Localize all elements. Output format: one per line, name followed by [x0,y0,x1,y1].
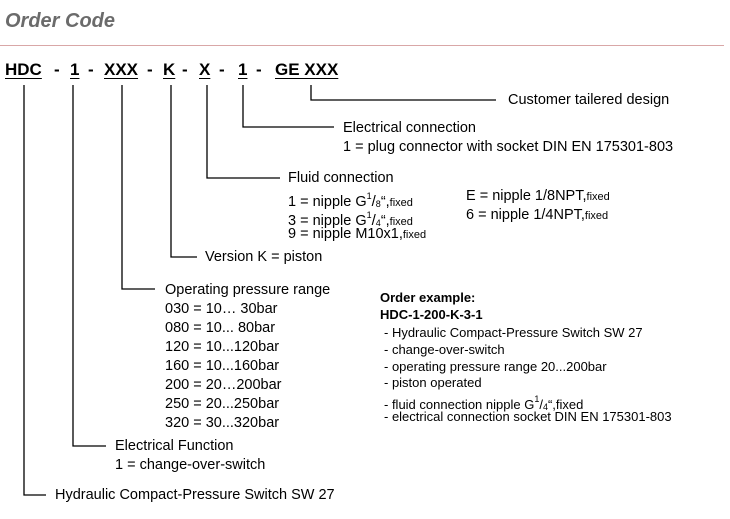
electrical-connection-option: 1 = plug connector with socket DIN EN 17… [343,139,674,155]
pressure-range-item: 320 = 30...320bar [165,415,280,431]
code-dash: - [54,60,60,79]
connector-pressure [121,85,155,290]
pressure-heading: Operating pressure range [165,282,331,298]
order-example-item: - piston operated [384,375,482,390]
pressure-range-item: 120 = 10...120bar [165,339,280,355]
electrical-connection-heading: Electrical connection [343,120,476,136]
order-example-item: - operating pressure range 20...200bar [384,359,607,374]
electrical-function-heading: Electrical Function [115,438,234,454]
connector-customer [310,85,496,101]
connector-fluid-connection [206,85,280,179]
code-segment-hdc: HDC [5,60,42,79]
fluid-connection-heading: Fluid connection [288,170,394,186]
code-segment-electrical: 1 [238,60,248,79]
pressure-range-item: 080 = 10... 80bar [165,320,276,336]
order-example-heading: Order example: [380,290,476,305]
fluid-option-e: E = nipple 1/8NPT,fixed [466,188,610,204]
pressure-range-item: 160 = 10...160bar [165,358,280,374]
order-example-item: - change-over-switch [384,342,505,357]
electrical-function-option: 1 = change-over-switch [115,457,266,473]
fluid-option-3: 3 = nipple G1/4“,fixed [288,210,413,229]
pressure-range-item: 250 = 20...250bar [165,396,280,412]
order-example-item: - Hydraulic Compact-Pressure Switch SW 2… [384,325,643,340]
code-segment-version: K [163,60,176,79]
connector-electrical-connection [242,85,334,128]
fluid-option-1: 1 = nipple G1/8“,fixed [288,191,413,210]
order-example-item: - electrical connection socket DIN EN 17… [384,409,672,424]
code-dash: - [182,60,188,79]
connector-hydraulic [23,85,46,496]
hydraulic-label: Hydraulic Compact-Pressure Switch SW 27 [55,487,335,503]
page-title: Order Code [5,10,116,32]
code-dash: - [256,60,262,79]
code-dash: - [88,60,94,79]
code-dash: - [219,60,225,79]
connector-electrical-function [72,85,106,447]
connector-version [170,85,197,258]
code-dash: - [147,60,153,79]
order-example-code: HDC-1-200-K-3-1 [380,307,483,322]
customer-label: Customer tailered design [508,92,670,108]
title-divider [0,45,724,46]
code-segment-fluid: X [199,60,211,79]
version-label: Version K = piston [205,249,323,265]
code-segment-customer: GE XXX [275,60,339,79]
fluid-option-9: 9 = nipple M10x1,fixed [288,226,427,242]
pressure-range-item: 200 = 20…200bar [165,377,282,393]
code-segment-pressure: XXX [104,60,139,79]
pressure-range-item: 030 = 10… 30bar [165,301,278,317]
code-segment-function: 1 [70,60,80,79]
fluid-option-6: 6 = nipple 1/4NPT,fixed [466,207,609,223]
order-example-item: - fluid connection nipple G1/4“,fixed [384,394,584,412]
